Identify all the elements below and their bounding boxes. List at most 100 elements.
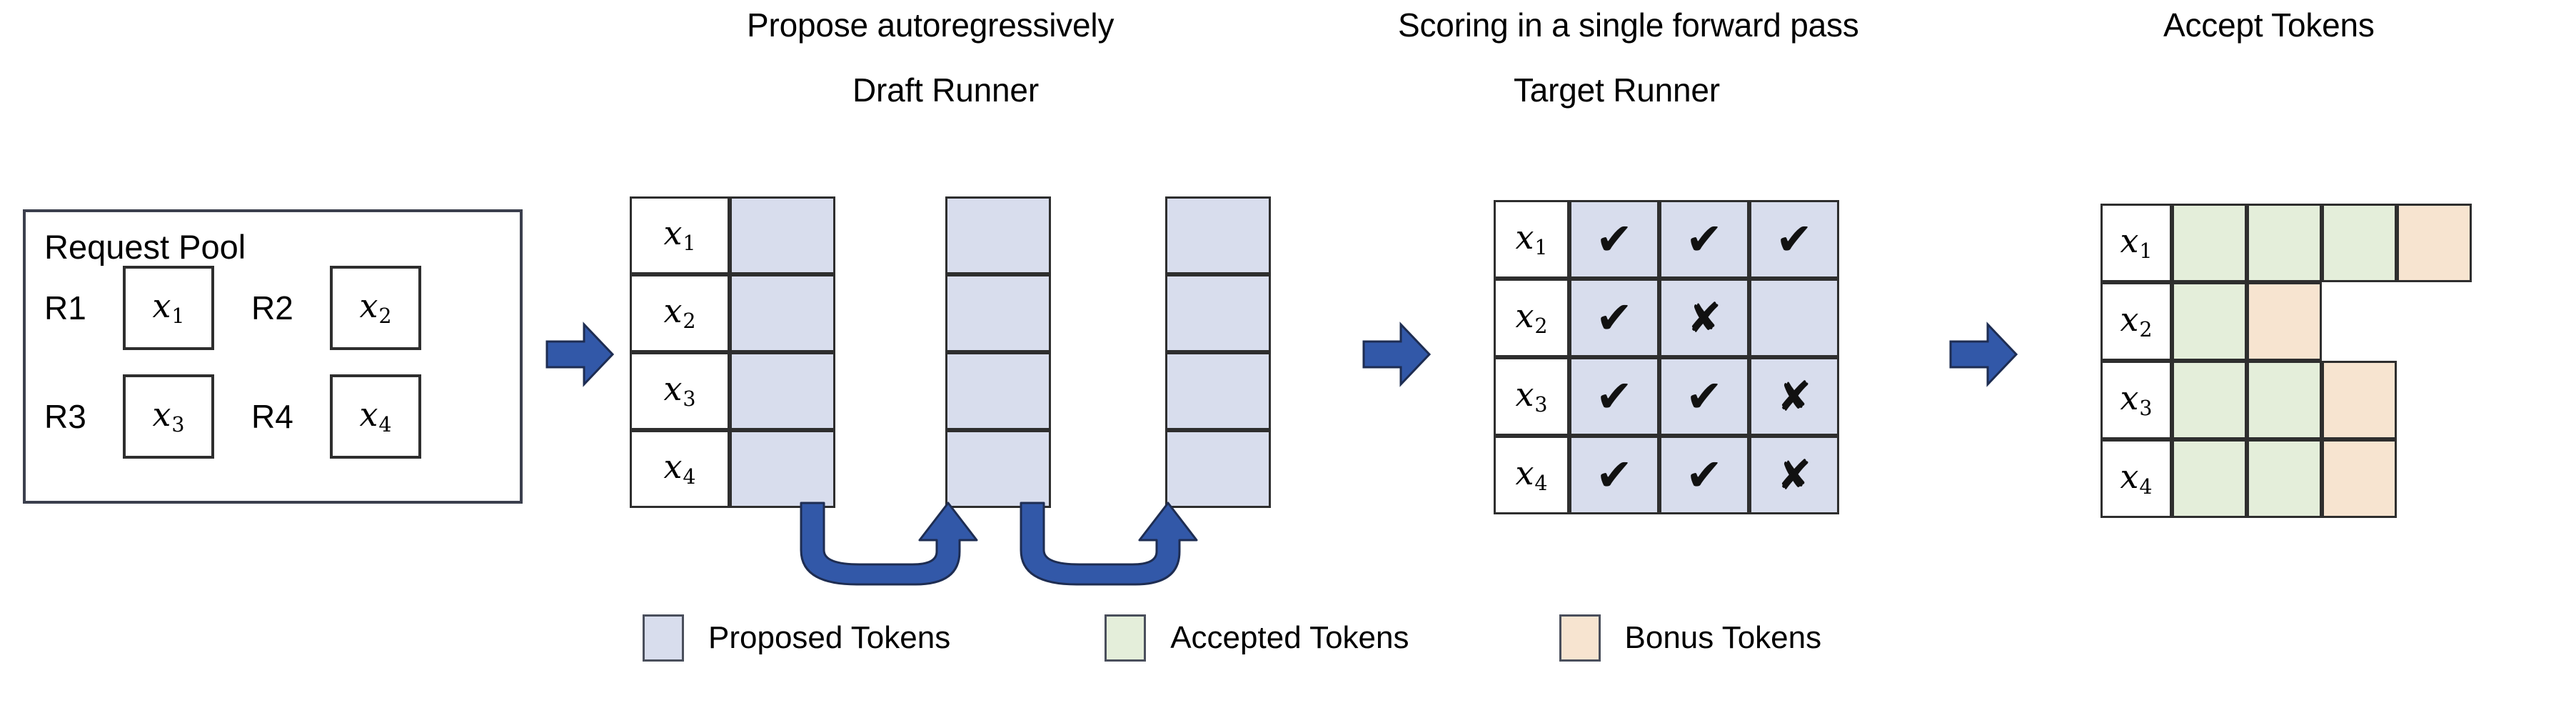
draft-proposed-cell[interactable]	[945, 196, 1051, 274]
target-cell-r2c2[interactable]: ✘	[1659, 279, 1749, 357]
accept-cell-accepted[interactable]	[2172, 282, 2247, 361]
draft-label-x2: x2	[630, 274, 730, 352]
draft-label-x1: x1	[630, 196, 730, 274]
check-icon: ✔	[1596, 370, 1633, 422]
draft-row-4: x4	[630, 430, 835, 508]
draft-proposed-cell[interactable]	[1165, 352, 1271, 430]
draft-step-3-group	[1165, 196, 1271, 508]
accept-cell-bonus[interactable]	[2322, 439, 2397, 518]
target-cell-r4c1[interactable]: ✔	[1569, 436, 1659, 514]
target-cell-r3c3[interactable]: ✘	[1749, 357, 1839, 436]
target-row-4: x4 ✔ ✔ ✘	[1494, 436, 1839, 514]
accept-label-x2: x2	[2100, 282, 2172, 361]
token-x1: x1	[152, 286, 185, 328]
draft-proposed-cell[interactable]	[1165, 196, 1271, 274]
token-x4: x4	[359, 394, 392, 437]
draft-proposed-cell[interactable]	[945, 430, 1051, 508]
target-cell-r2c1[interactable]: ✔	[1569, 279, 1659, 357]
check-icon: ✔	[1686, 213, 1723, 265]
target-row-3: x3 ✔ ✔ ✘	[1494, 357, 1839, 436]
accept-row-3: x3	[2100, 361, 2472, 439]
check-icon: ✔	[1596, 449, 1633, 501]
draft-step-2-group	[945, 196, 1051, 508]
accept-cell-accepted[interactable]	[2322, 204, 2397, 282]
accept-cell-bonus[interactable]	[2397, 204, 2472, 282]
accept-cell-accepted[interactable]	[2172, 439, 2247, 518]
target-row-1: x1 ✔ ✔ ✔	[1494, 200, 1839, 279]
target-cell-r3c2[interactable]: ✔	[1659, 357, 1749, 436]
accept-row-4: x4	[2100, 439, 2472, 518]
stage-arrow-target-to-accept	[1949, 321, 2018, 387]
target-cell-r3c1[interactable]: ✔	[1569, 357, 1659, 436]
heading-target-runner: Target Runner	[1514, 71, 1720, 109]
request-cell-r1[interactable]: x1	[123, 266, 214, 350]
check-icon: ✔	[1596, 213, 1633, 265]
accept-tokens-grid: x1 x2 x3 x4	[2100, 204, 2472, 518]
target-cell-r4c3[interactable]: ✘	[1749, 436, 1839, 514]
accept-label-x3: x3	[2100, 361, 2172, 439]
stage-arrow-pool-to-draft	[545, 321, 614, 387]
accept-cell-accepted[interactable]	[2247, 204, 2322, 282]
target-label-x3: x3	[1494, 357, 1569, 436]
draft-step-1-group: x1 x2 x3 x4	[630, 196, 835, 508]
draft-proposed-cell[interactable]	[945, 274, 1051, 352]
request-row-top: R1 x1 R2 x2	[44, 266, 421, 350]
target-cell-r1c1[interactable]: ✔	[1569, 200, 1659, 279]
draft-proposed-cell[interactable]	[730, 430, 835, 508]
heading-scoring-forward-pass: Scoring in a single forward pass	[1398, 6, 1859, 44]
request-pool-title: Request Pool	[44, 228, 246, 266]
target-cell-r1c2[interactable]: ✔	[1659, 200, 1749, 279]
legend-label-accepted: Accepted Tokens	[1170, 620, 1409, 655]
draft-proposed-cell[interactable]	[1165, 430, 1271, 508]
request-row-bottom: R3 x3 R4 x4	[44, 374, 421, 459]
check-icon: ✔	[1686, 370, 1723, 422]
accept-row-1: x1	[2100, 204, 2472, 282]
target-cell-r1c3[interactable]: ✔	[1749, 200, 1839, 279]
draft-proposed-cell[interactable]	[730, 352, 835, 430]
heading-draft-runner: Draft Runner	[852, 71, 1039, 109]
accept-cell-bonus[interactable]	[2247, 282, 2322, 361]
check-icon: ✔	[1596, 291, 1633, 344]
target-label-x1: x1	[1494, 200, 1569, 279]
heading-propose-autoregressively: Propose autoregressively	[747, 6, 1115, 44]
draft-row-1: x1	[630, 196, 835, 274]
request-label-r3: R3	[44, 398, 86, 435]
draft-proposed-cell[interactable]	[1165, 274, 1271, 352]
accept-cell-empty	[2322, 282, 2397, 361]
accept-cell-bonus[interactable]	[2322, 361, 2397, 439]
accept-cell-accepted[interactable]	[2247, 439, 2322, 518]
request-cell-r4[interactable]: x4	[330, 374, 421, 459]
accept-cell-empty	[2397, 361, 2472, 439]
accept-cell-empty	[2397, 282, 2472, 361]
target-label-x2: x2	[1494, 279, 1569, 357]
draft-label-x4: x4	[630, 430, 730, 508]
check-icon: ✔	[1686, 449, 1723, 501]
heading-accept-tokens: Accept Tokens	[2163, 6, 2375, 44]
legend-item-accepted: Accepted Tokens	[1105, 614, 1409, 662]
accept-cell-accepted[interactable]	[2247, 361, 2322, 439]
draft-proposed-cell[interactable]	[730, 196, 835, 274]
target-cell-r2c3[interactable]	[1749, 279, 1839, 357]
draft-proposed-cell[interactable]	[945, 352, 1051, 430]
cross-icon: ✘	[1686, 294, 1722, 342]
token-x2: x2	[359, 286, 392, 328]
target-cell-r4c2[interactable]: ✔	[1659, 436, 1749, 514]
target-runner-grid: x1 ✔ ✔ ✔ x2 ✔ ✘ x	[1494, 200, 1839, 514]
legend-label-proposed: Proposed Tokens	[708, 620, 951, 655]
check-icon: ✔	[1776, 213, 1813, 265]
request-cell-r3[interactable]: x3	[123, 374, 214, 459]
legend-item-bonus: Bonus Tokens	[1559, 614, 1821, 662]
draft-label-x3: x3	[630, 352, 730, 430]
accept-cell-accepted[interactable]	[2172, 204, 2247, 282]
feedback-arrow-step2-to-step3	[1020, 502, 1198, 586]
draft-proposed-cell[interactable]	[730, 274, 835, 352]
legend: Proposed Tokens Accepted Tokens Bonus To…	[643, 614, 1821, 662]
request-cell-r2[interactable]: x2	[330, 266, 421, 350]
draft-row-2: x2	[630, 274, 835, 352]
accept-cell-accepted[interactable]	[2172, 361, 2247, 439]
legend-swatch-bonus	[1559, 614, 1601, 662]
request-label-r2: R2	[251, 289, 293, 326]
token-x3: x3	[152, 394, 185, 437]
stage-arrow-draft-to-target	[1362, 321, 1431, 387]
